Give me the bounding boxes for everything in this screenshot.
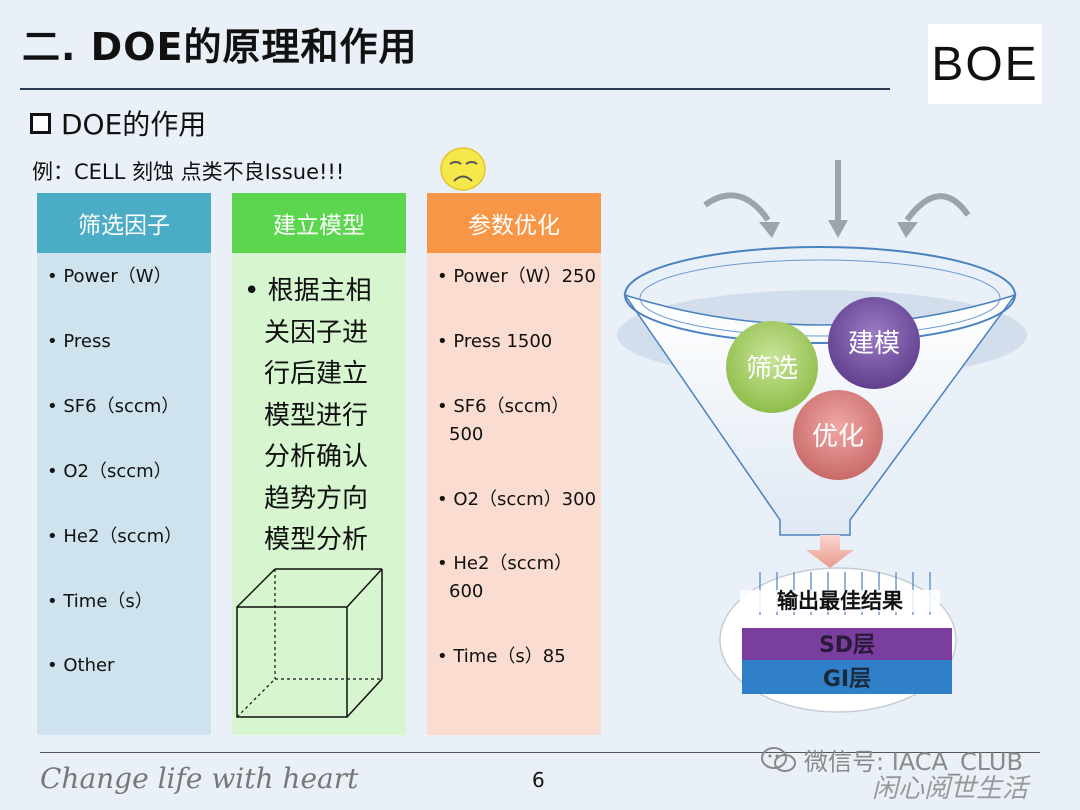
model-line: 行后建立 [264, 359, 369, 389]
list-item: • He2（sccm）600 [437, 553, 573, 602]
list-item: • SF6（sccm） [47, 396, 180, 417]
example-text: 例：CELL 刻蚀 点类不良Issue!!! [32, 160, 345, 184]
boe-logo: BOE [928, 24, 1042, 104]
gi-layer-label: GI层 [823, 667, 871, 692]
list-item: • Time（s）85 [437, 646, 566, 667]
build-model-header: 建立模型 [232, 193, 406, 253]
square-bullet-icon [30, 112, 51, 134]
list-item: • Press 1500 [437, 331, 553, 352]
screen-circle [726, 321, 818, 413]
output-label: 输出最佳结果 [777, 589, 903, 613]
screen-factors-panel: 筛选因子 • Power（W） • Press • SF6（sccm） • O2… [37, 193, 211, 735]
logo-text: BOE [931, 37, 1039, 91]
wechat-watermark: 微信号: IACA_CLUB [760, 742, 1023, 777]
screen-factors-header: 筛选因子 [37, 193, 211, 253]
list-item: • SF6（sccm）500 [437, 396, 570, 445]
page-number: 6 [532, 768, 545, 792]
signature-text: 闲心阅世生活 [872, 774, 1029, 804]
model-line: 趋势方向 [264, 483, 369, 514]
model-circle-label: 建模 [848, 329, 900, 359]
cube-diagram [236, 568, 383, 718]
sad-face-icon [440, 147, 486, 191]
sd-layer-label: SD层 [819, 633, 875, 658]
section-heading: DOE的作用 [30, 103, 206, 143]
model-line: 分析确认 [264, 442, 369, 472]
optimize-circle [793, 390, 883, 480]
input-arrows [703, 160, 971, 222]
curved-arrow-right-icon [904, 193, 971, 222]
list-item: • Time（s） [47, 591, 153, 612]
list-item: • Power（W） [47, 266, 172, 287]
optimize-circle-label: 优化 [812, 422, 864, 452]
list-item: • Other [47, 655, 115, 676]
slide-title: 二. DOE的原理和作用 [22, 25, 418, 69]
model-line: 关因子进 [264, 317, 369, 348]
param-optimize-list: • Power（W）250 • Press 1500 • SF6（sccm）50… [427, 253, 601, 735]
wechat-id: 微信号: IACA_CLUB [804, 748, 1023, 776]
list-item: • O2（sccm） [47, 461, 172, 482]
curved-arrow-left-icon [703, 192, 771, 222]
screen-factors-list: • Power（W） • Press • SF6（sccm） • O2（sccm… [37, 253, 211, 735]
list-item: • Press [47, 331, 111, 352]
build-model-panel: 建立模型 • 根据主相 关因子进 行后建立 模型进行 分析确认 趋势方向 模型分… [232, 193, 406, 735]
wechat-icon [761, 746, 796, 772]
param-optimize-header: 参数优化 [427, 193, 601, 253]
list-item: • He2（sccm） [47, 526, 183, 547]
build-model-body: • 根据主相 关因子进 行后建立 模型进行 分析确认 趋势方向 模型分析 [232, 253, 406, 735]
model-line: 模型进行 [264, 400, 369, 431]
title-divider [20, 88, 890, 90]
screen-circle-label: 筛选 [746, 354, 798, 384]
sd-layer [742, 628, 952, 660]
gi-layer [742, 660, 952, 694]
model-circle [828, 297, 920, 389]
list-item: • Power（W）250 [437, 266, 596, 287]
param-optimize-panel: 参数优化 • Power（W）250 • Press 1500 • SF6（sc… [427, 193, 601, 735]
list-item: • O2（sccm）300 [437, 489, 597, 510]
output-arrow-icon [806, 535, 854, 568]
model-line: 模型分析 [264, 525, 369, 555]
funnel-diagram: 筛选 建模 优化 输出最佳结果 SD层 GI层 [617, 160, 1027, 713]
footer-divider [40, 752, 1040, 753]
footer-slogan: Change life with heart [40, 762, 359, 795]
model-line: • 根据主相 [244, 276, 372, 306]
heading-text: DOE的作用 [61, 108, 207, 141]
model-description: • 根据主相 关因子进 行后建立 模型进行 分析确认 趋势方向 模型分析 [244, 271, 372, 562]
